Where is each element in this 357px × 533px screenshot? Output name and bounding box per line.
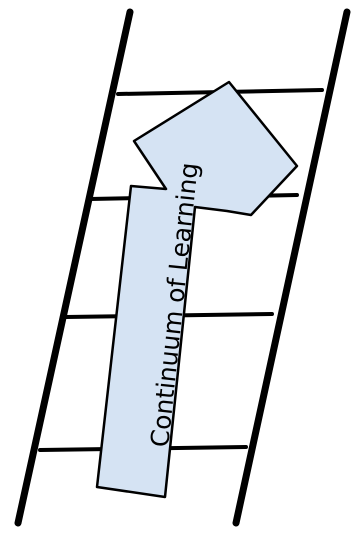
continuum-arrow xyxy=(97,82,297,497)
